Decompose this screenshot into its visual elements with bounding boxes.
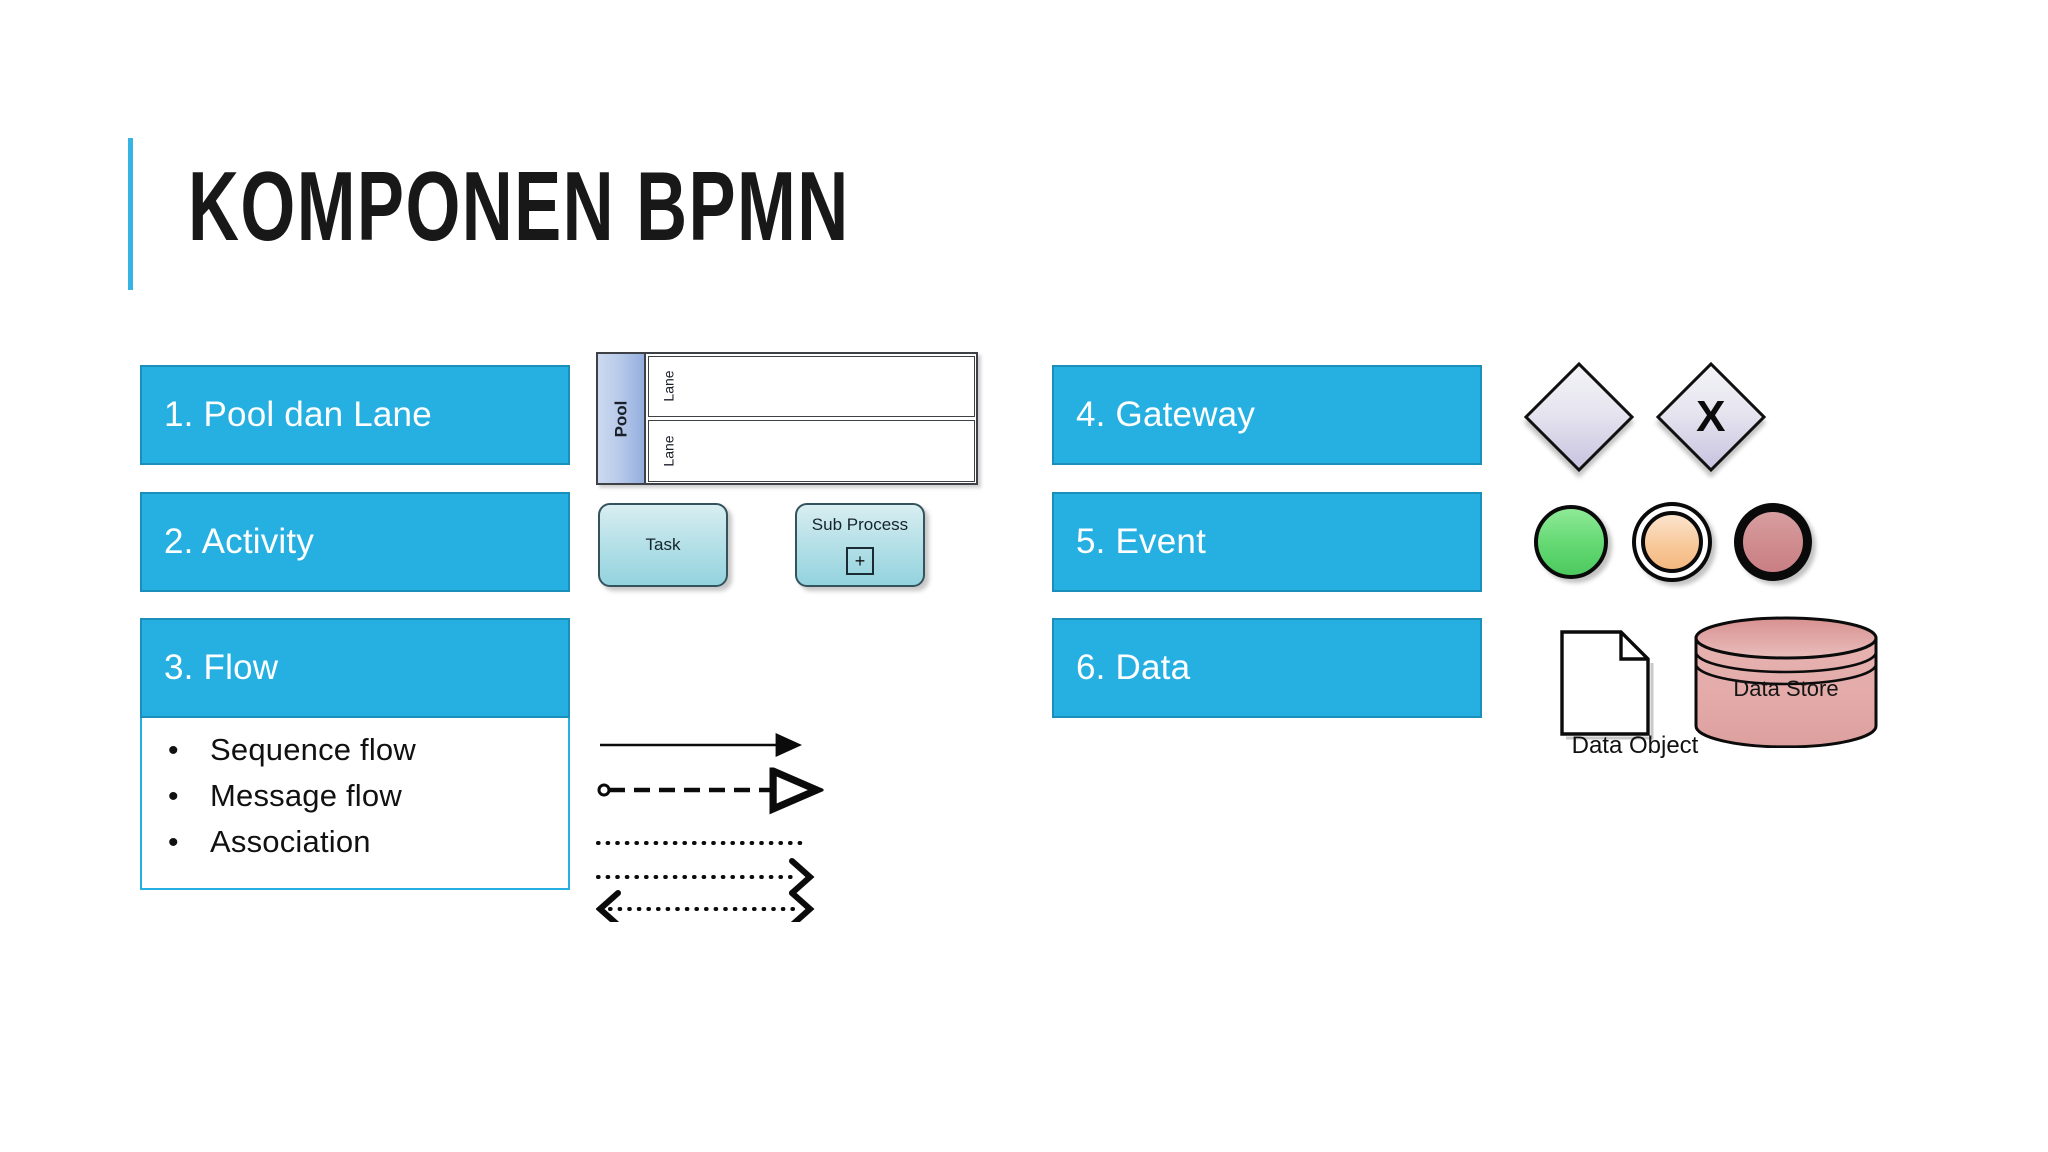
intermediate-event-circle bbox=[1632, 502, 1712, 582]
end-event-circle bbox=[1734, 503, 1812, 581]
bullet-icon: • bbox=[168, 826, 179, 859]
lane-label: Lane bbox=[660, 435, 677, 467]
association-bidirectional-line bbox=[596, 890, 815, 922]
list-item: • Sequence flow bbox=[142, 732, 568, 778]
list-item: • Message flow bbox=[142, 778, 568, 824]
bpmn-subprocess-shape: Sub Process + bbox=[795, 503, 925, 587]
pool-header: Pool bbox=[598, 354, 646, 483]
association-directed-line bbox=[596, 858, 815, 896]
section-box-event[interactable]: 5. Event bbox=[1052, 492, 1482, 592]
data-store-label: Data Store bbox=[1733, 676, 1839, 701]
section-box-label: 6. Data bbox=[1076, 648, 1191, 687]
section-box-label: 4. Gateway bbox=[1076, 395, 1256, 434]
list-item: • Association bbox=[142, 824, 568, 870]
lane-label: Lane bbox=[660, 370, 677, 402]
list-item-label: Association bbox=[210, 824, 371, 859]
start-event-circle bbox=[1534, 505, 1608, 579]
section-box-label: 3. Flow bbox=[164, 648, 279, 687]
data-store-icon bbox=[1694, 616, 1878, 748]
task-label: Task bbox=[645, 535, 681, 554]
section-box-activity[interactable]: 2. Activity bbox=[140, 492, 570, 592]
pool-lane-diagram: Pool Lane Lane bbox=[596, 352, 978, 485]
section-box-label: 2. Activity bbox=[164, 522, 315, 561]
pool-lanes-container: Lane Lane bbox=[646, 354, 976, 483]
pool-lane-row: Lane bbox=[647, 355, 975, 417]
section-box-flow[interactable]: 3. Flow bbox=[140, 618, 570, 718]
list-item-label: Message flow bbox=[210, 778, 402, 813]
pool-label: Pool bbox=[611, 400, 630, 437]
pool-lane-row: Lane bbox=[647, 420, 975, 482]
subprocess-label: Sub Process bbox=[811, 515, 909, 534]
bpmn-task-shape: Task bbox=[598, 503, 728, 587]
section-box-label: 1. Pool dan Lane bbox=[164, 395, 432, 434]
section-box-data[interactable]: 6. Data bbox=[1052, 618, 1482, 718]
section-box-gateway[interactable]: 4. Gateway bbox=[1052, 365, 1482, 465]
message-flow-arrow bbox=[597, 785, 774, 795]
flow-arrows-diagram bbox=[596, 733, 896, 922]
data-object-icon bbox=[1560, 630, 1654, 740]
data-object-caption: Data Object bbox=[1571, 732, 1699, 759]
flow-bullet-list: • Sequence flow • Message flow • Associa… bbox=[140, 718, 570, 890]
exclusive-gateway-diamond-shape: X bbox=[1655, 361, 1767, 473]
exclusive-gateway-x-icon: X bbox=[1696, 391, 1726, 441]
gateway-diamond-shape bbox=[1523, 361, 1635, 473]
plus-icon: + bbox=[846, 547, 874, 575]
intermediate-event-inner-ring bbox=[1641, 511, 1703, 573]
title-accent-bar bbox=[128, 138, 133, 290]
page-title: KOMPONEN BPMN bbox=[188, 151, 850, 261]
section-box-label: 5. Event bbox=[1076, 522, 1207, 561]
bullet-icon: • bbox=[168, 780, 179, 813]
section-box-pool-dan-lane[interactable]: 1. Pool dan Lane bbox=[140, 365, 570, 465]
bullet-icon: • bbox=[168, 734, 179, 767]
list-item-label: Sequence flow bbox=[210, 732, 416, 767]
